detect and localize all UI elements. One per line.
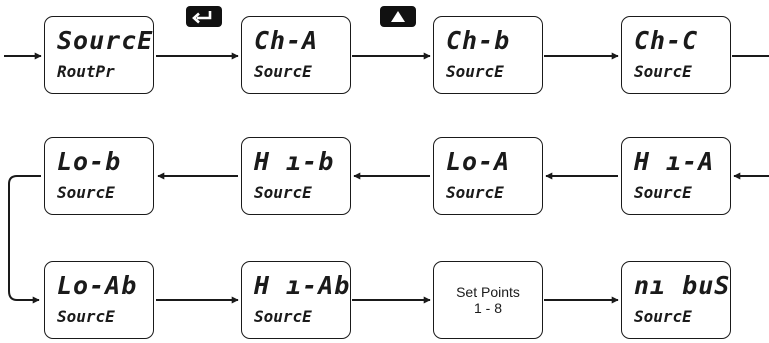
display-bottom-text: SourcE [57,307,115,326]
display-top-text: nı buS [634,271,731,300]
display-box-source-routpr: SourcE RoutPr [44,16,154,94]
display-top-text: H ı-A [634,147,715,176]
set-points-range: 1 - 8 [473,300,502,316]
set-points-box: Set Points 1 - 8 [433,261,543,339]
display-top-text: H ı-b [254,147,335,176]
display-bottom-text: SourcE [634,62,692,81]
set-points-label: Set Points [456,284,520,300]
display-bottom-text: SourcE [634,307,692,326]
display-box-lo-a-source: Lo-A SourcE [433,137,543,215]
up-key-icon [380,6,416,27]
display-box-ch-a-source: Ch-A SourcE [241,16,351,94]
display-top-text: H ı-Ab [254,271,351,300]
display-top-text: Ch-A [254,26,319,55]
display-bottom-text: SourcE [254,62,312,81]
arrow-lo-b-to-lo-ab [8,175,41,304]
display-box-hi-ab-source: H ı-Ab SourcE [241,261,351,339]
display-box-lo-b-source: Lo-b SourcE [44,137,154,215]
display-box-ch-b-source: Ch-b SourcE [433,16,543,94]
display-box-hi-b-source: H ı-b SourcE [241,137,351,215]
display-bottom-text: SourcE [446,183,504,202]
display-top-text: Ch-b [446,26,511,55]
display-bottom-text: SourcE [634,183,692,202]
display-box-modbus-source: nı buS SourcE [621,261,731,339]
display-bottom-text: RoutPr [57,62,115,81]
display-top-text: Lo-Ab [57,271,138,300]
display-box-hi-a-source: H ı-A SourcE [621,137,731,215]
enter-key-icon [186,6,222,27]
display-bottom-text: SourcE [57,183,115,202]
display-top-text: SourcE [57,26,154,55]
display-box-ch-c-source: Ch-C SourcE [621,16,731,94]
display-bottom-text: SourcE [254,307,312,326]
display-top-text: Lo-b [57,147,122,176]
display-bottom-text: SourcE [446,62,504,81]
display-top-text: Ch-C [634,26,699,55]
display-bottom-text: SourcE [254,183,312,202]
display-box-lo-ab-source: Lo-Ab SourcE [44,261,154,339]
display-top-text: Lo-A [446,147,511,176]
